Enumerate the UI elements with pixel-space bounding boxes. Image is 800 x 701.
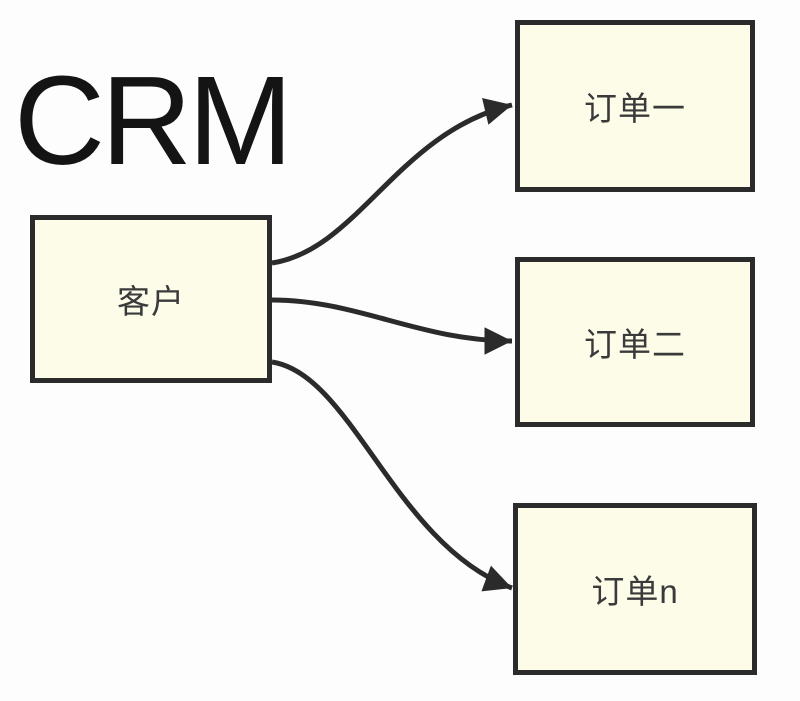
node-order-2-label: 订单二 — [584, 326, 686, 363]
node-order-1: 订单一 — [515, 20, 755, 192]
node-customer: 客户 — [30, 215, 272, 383]
diagram-title: CRM — [14, 50, 293, 191]
edge-customer-order1 — [271, 97, 513, 266]
node-customer-label: 客户 — [117, 283, 185, 320]
node-order-1-label: 订单一 — [584, 90, 686, 127]
edge-customer-ordern — [271, 359, 513, 592]
edge-customer-order2 — [271, 297, 513, 355]
node-order-2: 订单二 — [515, 257, 755, 427]
node-order-n: 订单n — [513, 503, 757, 675]
node-order-n-label: 订单n — [591, 573, 679, 610]
